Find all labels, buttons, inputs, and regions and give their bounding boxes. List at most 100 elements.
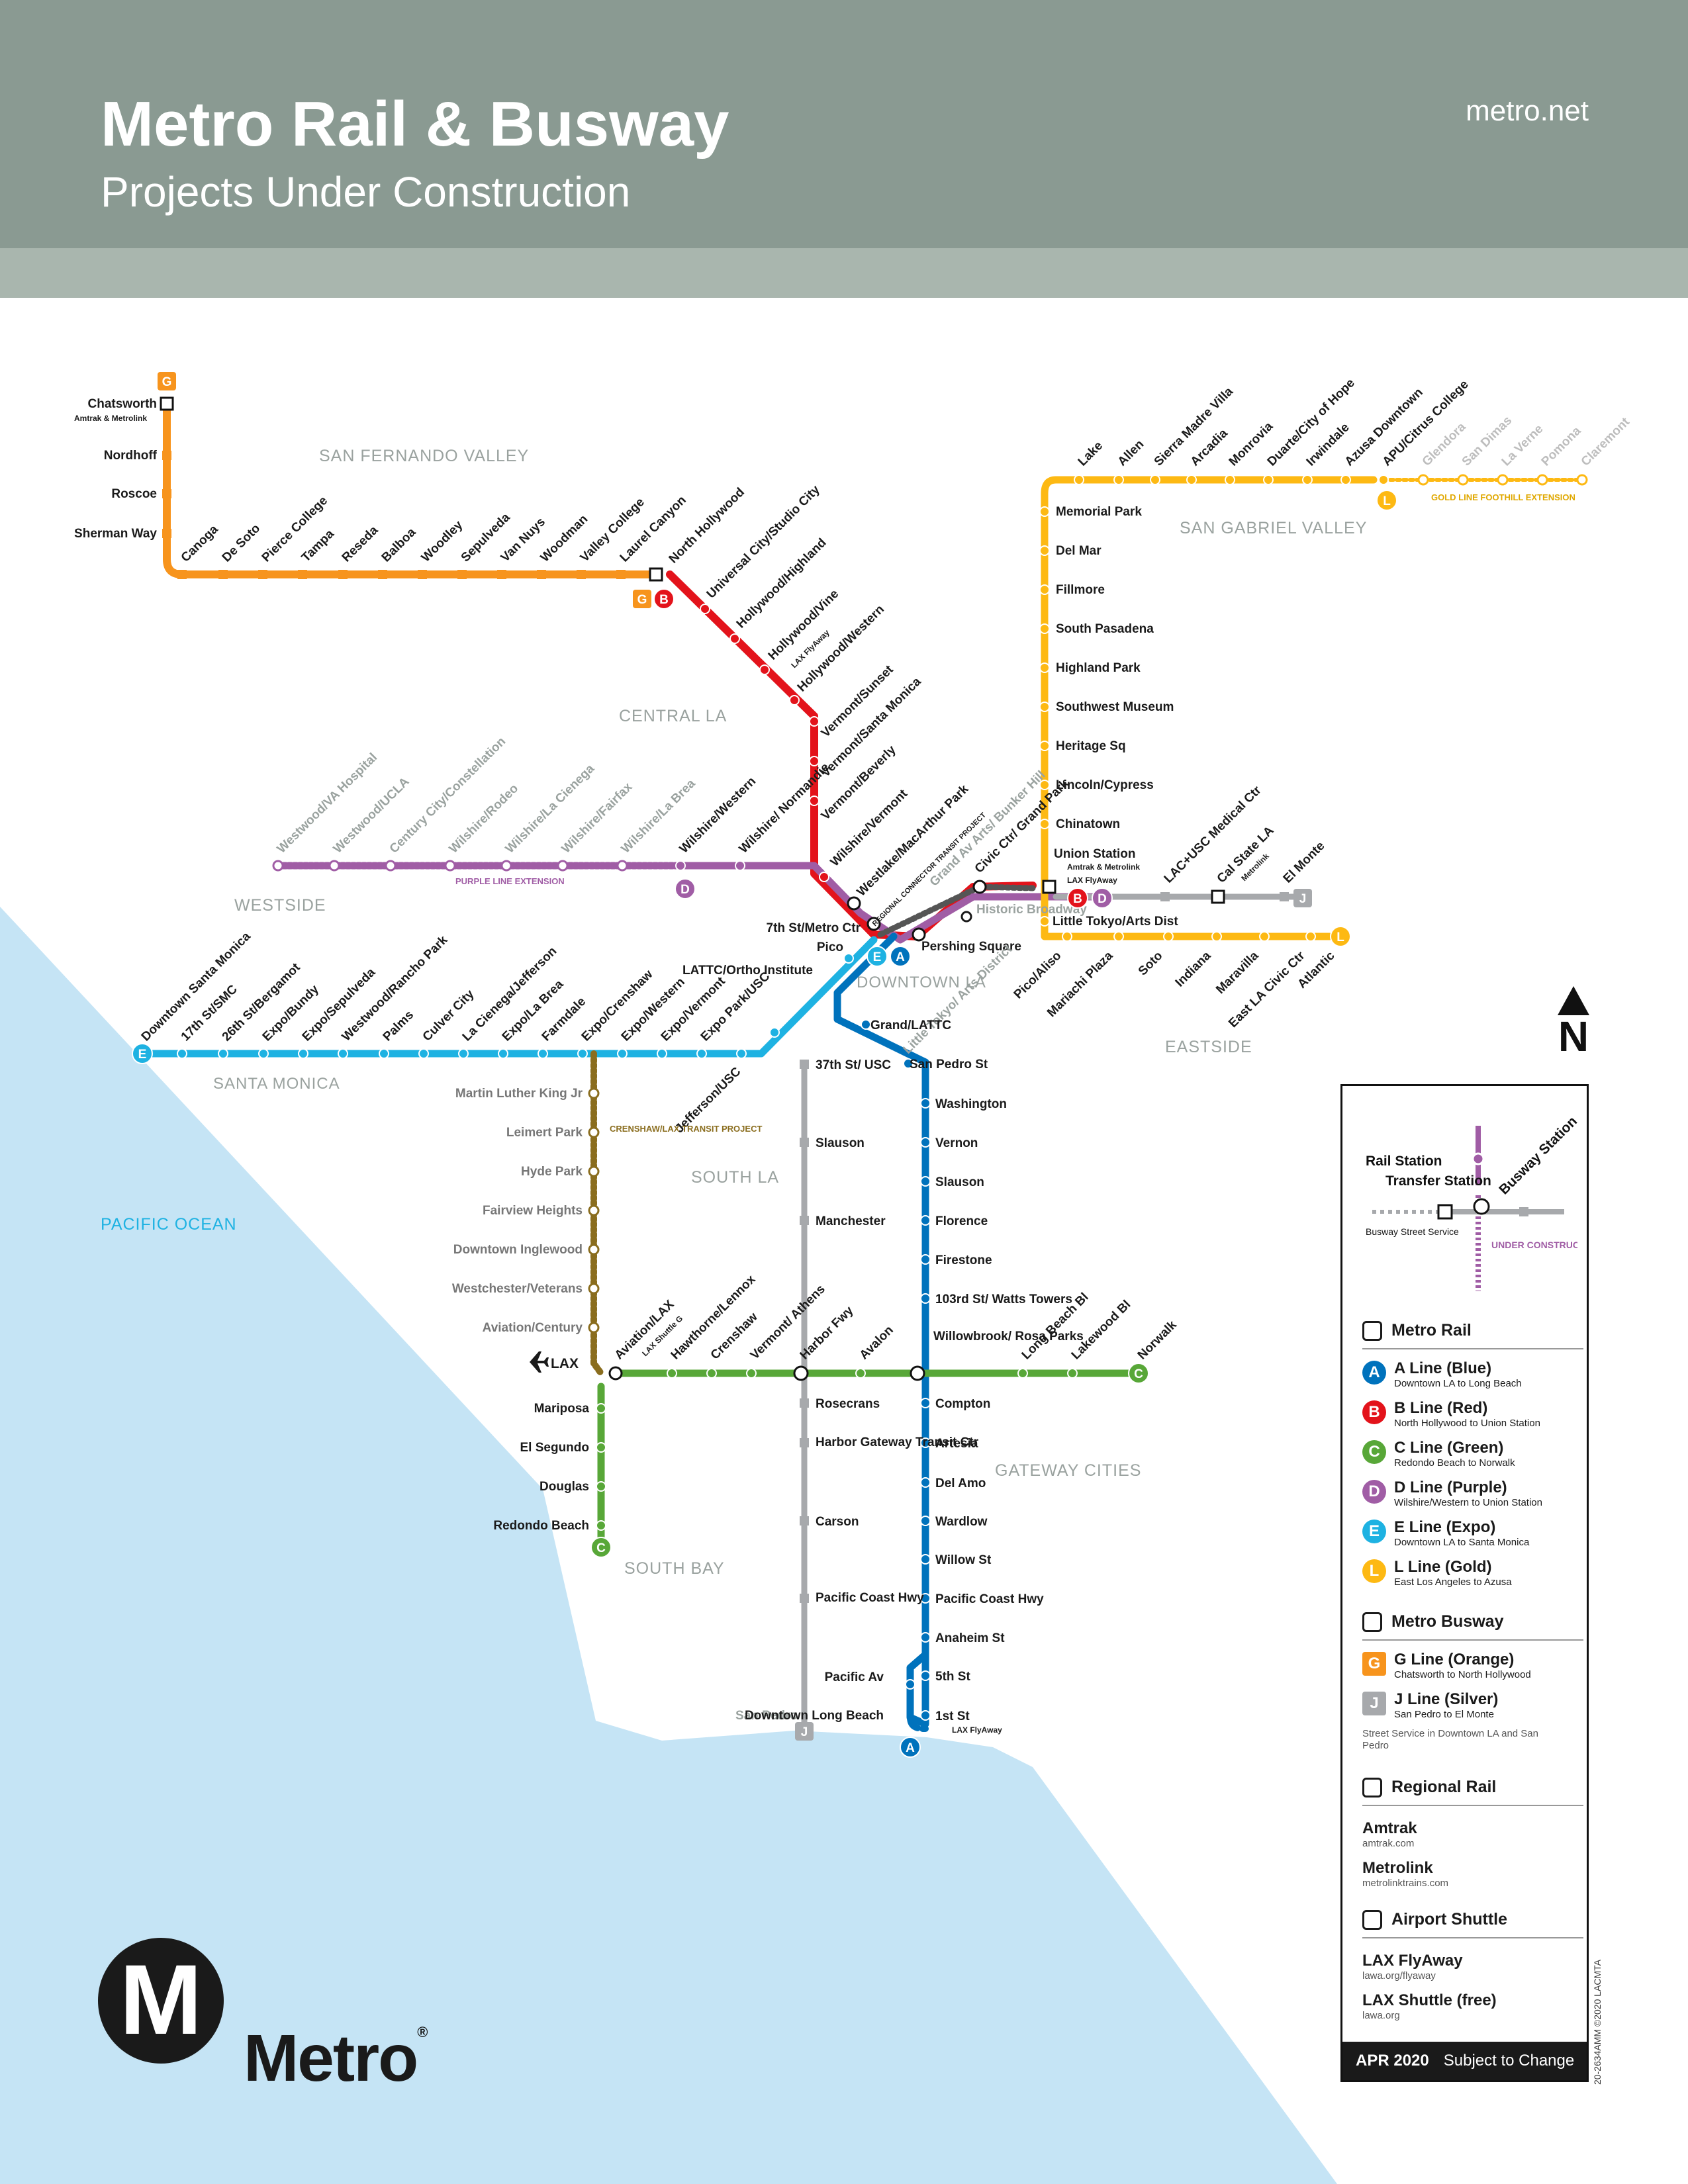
note-union: Amtrak & Metrolink (1067, 862, 1140, 872)
label-fillmore: Fillmore (1056, 583, 1105, 597)
station-westwood-va-hospital (272, 860, 284, 872)
legend-regional-head: Regional Rail (1362, 1778, 1496, 1798)
airplane-icon (530, 1351, 549, 1373)
label-aviation-century: Aviation/Century (483, 1321, 583, 1335)
station-south-pasadena (1039, 623, 1050, 634)
station-pacific-av (905, 1679, 915, 1690)
station-glendora (1417, 474, 1429, 486)
north-arrow: N (1557, 986, 1590, 1066)
line-badge-d: D (1362, 1480, 1386, 1504)
legend-lax-shuttle[interactable]: LAX Shuttle (free)lawa.org (1362, 1991, 1497, 2021)
station-lincoln-cypress (1039, 780, 1050, 790)
line-name: B Line (Red) (1394, 1399, 1488, 1417)
label-hyde-park: Hyde Park (521, 1165, 583, 1179)
line-badge-l: L (1362, 1559, 1386, 1583)
metrolink-url[interactable]: metrolinktrains.com (1362, 1878, 1449, 1889)
badge-b-union: B (1067, 887, 1088, 909)
flyaway-name: LAX FlyAway (1362, 1952, 1463, 1970)
station-del-mar (1039, 545, 1050, 556)
legend-shuttle-text: Airport Shuttle (1391, 1910, 1507, 1929)
station-westlake-macarthur-park (847, 896, 861, 911)
label-nordhoff: Nordhoff (104, 449, 158, 463)
flyaway-url[interactable]: lawa.org/flyaway (1362, 1970, 1436, 1981)
station-vermont-santa-monica (809, 756, 820, 766)
station-vermont-beverly (809, 796, 820, 806)
station-el-segundo (596, 1442, 606, 1453)
station-universal-city-studio-city (700, 604, 710, 614)
website-link[interactable]: metro.net (1466, 95, 1589, 127)
key-busway: Busway Station (1496, 1114, 1577, 1198)
label-downtown-inglewood: Downtown Inglewood (453, 1243, 583, 1257)
station-martin-luther-king-jr (588, 1087, 600, 1099)
label-palms: Palms (381, 1008, 416, 1044)
station-compton (920, 1398, 931, 1408)
station-long-beach-bl (1017, 1368, 1028, 1379)
line-name: E Line (Expo) (1394, 1518, 1496, 1536)
label-pacific-av: Pacific Av (825, 1670, 884, 1684)
station-san-pedro-st (903, 1058, 914, 1069)
station-del-amo (920, 1477, 931, 1488)
label-little-tokyo-arts: Little Tokyo/ Arts District (900, 942, 1015, 1057)
station-monrovia (1225, 475, 1235, 485)
north-label: N (1558, 1013, 1589, 1060)
e-line-path (138, 936, 878, 1058)
station-aviation-century (588, 1322, 600, 1334)
label-historic-broadway: Historic Broadway (976, 903, 1087, 917)
station-artesia (920, 1437, 931, 1448)
station-maravilla (1259, 931, 1270, 942)
station-union-station (1042, 880, 1056, 894)
label-pico: Pico (817, 940, 843, 954)
line-name: C Line (Green) (1394, 1439, 1504, 1457)
station-cal-state-la (1211, 889, 1225, 904)
station-wilshire-la-brea (616, 860, 628, 872)
train-icon (1362, 1321, 1382, 1342)
station-expo-western (617, 1048, 628, 1059)
station-anaheim-st (920, 1632, 931, 1643)
station-wilshire-normandie (735, 860, 745, 871)
station-de-soto (218, 570, 228, 579)
label-crenshaw: CRENSHAW/LAX TRANSIT PROJECT (610, 1124, 762, 1134)
label-5th-st: 5th St (935, 1670, 970, 1684)
station-laurel-canyon (616, 570, 626, 579)
region-pacific: PACIFIC OCEAN (101, 1215, 237, 1234)
station-arcadia (1186, 475, 1197, 485)
svg-text:E: E (873, 950, 882, 964)
station-fillmore (1039, 584, 1050, 595)
label-slauson: Slauson (816, 1136, 865, 1150)
label-memorial-park: Memorial Park (1056, 505, 1142, 519)
key-rail: Rail Station (1366, 1154, 1442, 1169)
label-highland-park: Highland Park (1056, 661, 1141, 675)
amtrak-url[interactable]: amtrak.com (1362, 1838, 1415, 1849)
bus-icon (1362, 1612, 1382, 1633)
label-southwest-museum: Southwest Museum (1056, 700, 1174, 714)
label-westwood-va-hospital: Westwood/VA Hospital (275, 751, 380, 856)
station-pacific-coast-hwy (800, 1594, 809, 1603)
line-name: G Line (Orange) (1394, 1651, 1515, 1668)
metro-logo-letter: M (119, 1944, 203, 2055)
badge-b-nohollywood: B (653, 588, 675, 610)
region-westside: WESTSIDE (234, 896, 326, 915)
station-highland-park (1039, 662, 1050, 673)
amtrak-name: Amtrak (1362, 1819, 1417, 1837)
registered-mark-icon: ® (417, 2024, 428, 2040)
svg-text:L: L (1383, 494, 1391, 508)
lax-shuttle-url[interactable]: lawa.org (1362, 2010, 1400, 2021)
line-badge-e: E (1362, 1520, 1386, 1543)
svg-text:J: J (801, 1725, 808, 1739)
label-1st-st: 1st St (935, 1709, 970, 1723)
svg-text:E: E (138, 1048, 147, 1062)
shuttle-icon (1362, 1910, 1382, 1931)
label-pershing-square: Pershing Square (921, 940, 1021, 954)
badge-c-redondo: C (590, 1537, 612, 1558)
station-vermont-athens (746, 1368, 757, 1379)
label-artesia: Artesia (935, 1437, 978, 1451)
label-expo-crenshaw: Expo/Crenshaw (579, 968, 656, 1044)
line-badge-b: B (1362, 1400, 1386, 1424)
station-lac-usc-medical-ctr (1160, 892, 1170, 901)
label-expo-park-usc: Expo Park/USC (698, 970, 773, 1044)
legend-street-note: Street Service in Downtown LA and San Pe… (1362, 1728, 1538, 1751)
station-westwood-ucla (328, 860, 340, 872)
